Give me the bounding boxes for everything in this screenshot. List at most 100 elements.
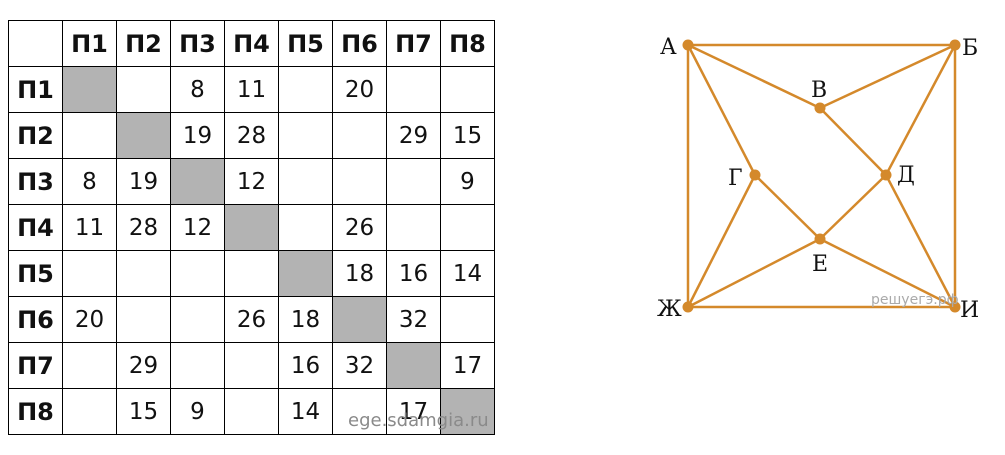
column-header: П2 — [116, 20, 171, 67]
road-graph: А Б В Г Д Е Ж И — [657, 35, 979, 323]
row-header: П6 — [8, 296, 63, 343]
distance-cell: 26 — [332, 204, 387, 251]
vertex-Zh — [682, 301, 694, 313]
distance-cell: 20 — [62, 296, 117, 343]
vertex-label-V: В — [811, 78, 827, 103]
distance-cell — [278, 66, 333, 113]
distance-cell — [62, 388, 117, 435]
vertex-G — [749, 169, 761, 181]
vertex-D — [880, 169, 892, 181]
row-header: П8 — [8, 388, 63, 435]
row-header: П1 — [8, 66, 63, 113]
distance-cell — [386, 204, 441, 251]
distance-cell: 32 — [332, 342, 387, 389]
distance-cell: 32 — [386, 296, 441, 343]
vertex-I — [949, 301, 961, 313]
distance-cell — [170, 342, 225, 389]
distance-cell: 28 — [116, 204, 171, 251]
vertex-label-B: Б — [962, 36, 978, 61]
distance-cell: 17 — [386, 388, 441, 435]
row-header: П7 — [8, 342, 63, 389]
diagonal-cell — [332, 296, 387, 343]
vertex-label-A: А — [660, 35, 677, 60]
distance-cell: 29 — [116, 342, 171, 389]
column-header: П5 — [278, 20, 333, 67]
row-header: П2 — [8, 112, 63, 159]
distance-cell: 20 — [332, 66, 387, 113]
vertex-label-E: Е — [812, 252, 828, 277]
distance-cell — [278, 158, 333, 205]
distance-cell: 26 — [224, 296, 279, 343]
distance-cell: 16 — [278, 342, 333, 389]
distance-cell — [62, 112, 117, 159]
edge-A-G — [686, 44, 757, 176]
distance-cell: 18 — [332, 250, 387, 297]
distance-cell — [170, 250, 225, 297]
column-header: П7 — [386, 20, 441, 67]
distance-cell — [278, 204, 333, 251]
distance-cell: 14 — [278, 388, 333, 435]
edge-E-I — [819, 237, 956, 309]
distance-cell — [116, 296, 171, 343]
distance-cell: 17 — [440, 342, 495, 389]
distance-cell: 29 — [386, 112, 441, 159]
diagonal-cell — [386, 342, 441, 389]
distance-cell — [116, 250, 171, 297]
column-header: П8 — [440, 20, 495, 67]
distance-cell — [332, 158, 387, 205]
distance-cell: 11 — [224, 66, 279, 113]
corner-cell — [8, 20, 63, 67]
edge-A-V — [687, 43, 821, 110]
distance-cell — [440, 296, 495, 343]
diagonal-cell — [170, 158, 225, 205]
vertex-A — [682, 39, 694, 51]
vertex-label-Zh: Ж — [657, 297, 682, 322]
distance-cell — [224, 250, 279, 297]
vertex-V — [814, 102, 826, 114]
distance-cell — [386, 66, 441, 113]
watermark-reshuege: решуегэ.рф — [871, 292, 959, 308]
distance-cell — [224, 388, 279, 435]
edge-V-B — [819, 43, 956, 110]
distance-cell: 19 — [170, 112, 225, 159]
column-header: П3 — [170, 20, 225, 67]
diagonal-cell — [116, 112, 171, 159]
distance-cell: 18 — [278, 296, 333, 343]
vertex-label-G: Г — [728, 166, 743, 191]
edge-E-Zh — [687, 237, 821, 309]
vertex-E — [814, 233, 826, 245]
row-header: П3 — [8, 158, 63, 205]
distance-cell: 15 — [440, 112, 495, 159]
distance-cell: 14 — [440, 250, 495, 297]
column-header: П6 — [332, 20, 387, 67]
column-header: П4 — [224, 20, 279, 67]
row-header: П5 — [8, 250, 63, 297]
distance-cell — [170, 296, 225, 343]
distance-cell — [116, 66, 171, 113]
distance-cell — [62, 342, 117, 389]
watermark-sdamgia: ege.sdamgia.ru — [348, 410, 489, 431]
distance-cell — [386, 158, 441, 205]
diagonal-cell — [224, 204, 279, 251]
edge-V-D — [819, 107, 887, 176]
vertex-label-I: И — [960, 298, 979, 323]
distance-cell — [224, 342, 279, 389]
distance-cell: 12 — [224, 158, 279, 205]
distance-cell — [62, 250, 117, 297]
edge-D-E — [819, 174, 887, 240]
row-header: П4 — [8, 204, 63, 251]
distance-cell: 16 — [386, 250, 441, 297]
vertex-label-D: Д — [897, 163, 915, 188]
distance-cell: 9 — [170, 388, 225, 435]
distance-cell: 28 — [224, 112, 279, 159]
diagonal-cell — [62, 66, 117, 113]
